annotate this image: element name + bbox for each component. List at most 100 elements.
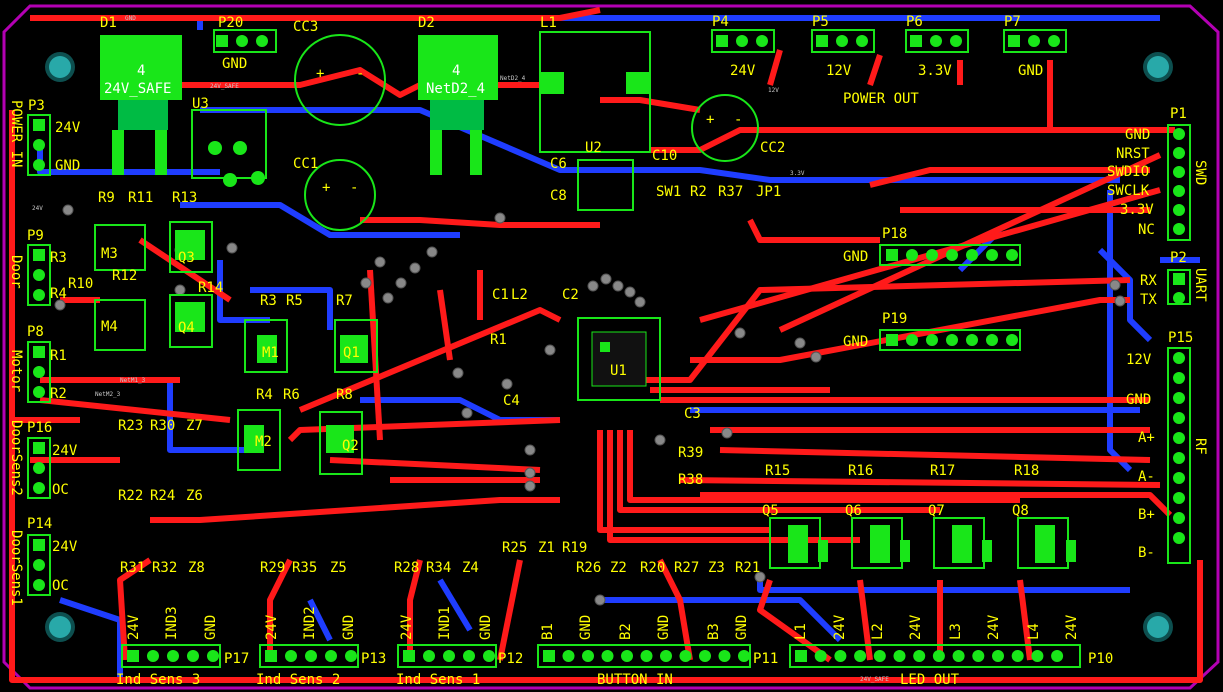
- r32-label: R32: [152, 560, 177, 576]
- r2-label: R2: [690, 184, 707, 200]
- p5-12v-label: 12V: [826, 63, 852, 79]
- r27-label: R27: [674, 560, 699, 576]
- c10-label: C10: [652, 148, 677, 164]
- r23-label: R23: [118, 418, 143, 434]
- connector-pin: [167, 650, 179, 662]
- connector-pin: [640, 650, 653, 662]
- q8-label: Q8: [1012, 503, 1029, 519]
- board-outline: [2, 4, 1220, 690]
- connector-pin: [1173, 432, 1185, 444]
- q4-label: Q4: [178, 320, 195, 336]
- r11-label: R11: [128, 190, 153, 206]
- p10-label: P10: [1088, 651, 1113, 667]
- connector-pin: [33, 579, 45, 591]
- r30-label: R30: [150, 418, 175, 434]
- connector-pin: [33, 289, 45, 301]
- net-label-12v: 12V: [768, 87, 779, 94]
- r9-label: R9: [98, 190, 115, 206]
- connector-pin: [1031, 650, 1044, 662]
- connector-pin: [950, 35, 962, 47]
- connector-pin: [972, 650, 985, 662]
- connector-pin: [33, 346, 45, 358]
- m4-label: M4: [101, 319, 118, 335]
- cc1-minus: -: [350, 180, 358, 196]
- p1-swdio-label: SWDIO: [1107, 164, 1149, 180]
- p1-label: P1: [1170, 106, 1187, 122]
- connector-pin: [1051, 650, 1064, 662]
- r37-label: R37: [718, 184, 743, 200]
- net-label-24v-safe-bottom: 24V_SAFE: [860, 676, 889, 683]
- connector-pin: [906, 249, 918, 261]
- d1-net-name: 24V_SAFE: [104, 81, 171, 97]
- m3-label: M3: [101, 246, 118, 262]
- p13-label: P13: [361, 651, 386, 667]
- jp1-label: JP1: [756, 184, 781, 200]
- r35-label: R35: [292, 560, 317, 576]
- connector-pin: [966, 249, 978, 261]
- p6-label: P6: [906, 14, 923, 30]
- p20-gnd-label: GND: [222, 56, 247, 72]
- connector-pin: [992, 650, 1004, 662]
- p16-oc-label: OC: [52, 482, 69, 498]
- p10-l3-label: L3: [948, 623, 964, 640]
- l2-label: L2: [511, 287, 528, 303]
- p10-l1-label: L1: [793, 623, 809, 640]
- c4-label: C4: [503, 393, 520, 409]
- p10-l4-label: L4: [1026, 623, 1042, 640]
- p15-bplus-label: B+: [1138, 507, 1155, 523]
- connector-pin: [946, 334, 958, 346]
- connector-pin: [1173, 166, 1185, 178]
- connector-pin: [893, 650, 906, 662]
- connector-pin: [756, 35, 768, 47]
- p15-aminus-label: A-: [1138, 469, 1155, 485]
- cc1-label: CC1: [293, 156, 318, 172]
- connector-pin: [910, 35, 922, 47]
- connector-pin: [1006, 334, 1018, 346]
- connector-pin: [305, 650, 317, 662]
- net-label-24v: 24V: [32, 205, 43, 212]
- p1-nc-label: NC: [1138, 222, 1155, 238]
- z1-label: Z1: [538, 540, 555, 556]
- connector-pin: [1173, 292, 1185, 304]
- connector-pin: [906, 334, 918, 346]
- r21-label: R21: [735, 560, 760, 576]
- connector-pin: [854, 650, 867, 662]
- connector-pin: [1173, 223, 1185, 235]
- c6-label: C6: [550, 156, 567, 172]
- r14-label: R14: [198, 280, 223, 296]
- p10-24v1-label: 24V: [832, 614, 848, 640]
- power-components: [27, 29, 1191, 668]
- connector-pin: [325, 650, 337, 662]
- connector-pin: [1173, 412, 1185, 424]
- connector-pin: [33, 442, 45, 454]
- connector-pin: [834, 650, 847, 662]
- connector-pin: [562, 650, 575, 662]
- p1-swclk-label: SWCLK: [1107, 183, 1150, 199]
- p12-ind1-label: IND1: [437, 606, 453, 640]
- p2-rx-label: RX: [1140, 273, 1157, 289]
- z8-label: Z8: [188, 560, 205, 576]
- net-label-gnd-top: GND: [125, 15, 136, 22]
- connector-pin: [33, 139, 45, 151]
- connector-pin: [986, 249, 998, 261]
- connector-pin: [127, 650, 139, 662]
- r1-label: R1: [490, 332, 507, 348]
- connector-pin: [423, 650, 435, 662]
- d1-pin-number: 4: [137, 63, 145, 79]
- top-traces: [9, 7, 1203, 683]
- cc2-minus: -: [734, 112, 742, 128]
- connector-pin: [886, 249, 898, 261]
- connector-pin: [207, 650, 219, 662]
- p7-label: P7: [1004, 14, 1021, 30]
- p10-l2-label: L2: [870, 623, 886, 640]
- transistor-pads: [175, 230, 1076, 563]
- r8-label: R8: [336, 387, 353, 403]
- p13-ind2-label: IND2: [302, 606, 318, 640]
- r38-label: R38: [678, 472, 703, 488]
- connector-pin: [216, 35, 228, 47]
- q3-label: Q3: [178, 250, 195, 266]
- cc3-plus: +: [316, 66, 324, 82]
- uart-title: UART: [1192, 268, 1208, 302]
- connector-pin: [345, 650, 357, 662]
- d2-pin-number: 4: [452, 63, 460, 79]
